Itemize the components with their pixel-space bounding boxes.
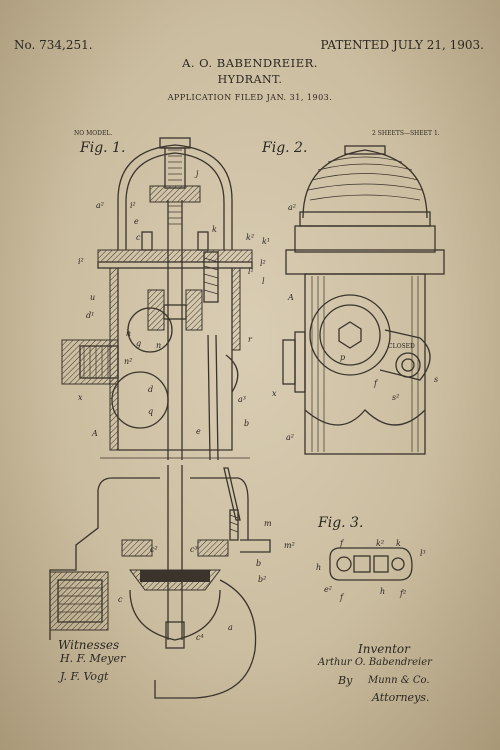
ref-letter: b	[256, 559, 261, 568]
ref-letter: k²	[376, 539, 384, 548]
sheet-note: 2 SHEETS—SHEET 1.	[372, 130, 440, 137]
ref-letter: p	[340, 353, 345, 362]
fig1-upper-section	[61, 137, 253, 461]
ref-letter: i²	[130, 201, 136, 210]
ref-letter: b²	[258, 575, 266, 584]
ref-letter: h	[316, 563, 321, 572]
ref-letter: c³	[190, 545, 198, 554]
ref-letter: h	[380, 587, 385, 596]
ref-letter: m	[264, 519, 272, 528]
ref-letter: d¹	[86, 311, 94, 320]
ref-letter: b	[244, 419, 249, 428]
ref-letter: a²	[286, 433, 294, 442]
ref-letter: c⁴	[196, 633, 204, 642]
ref-letter: n²	[124, 357, 132, 366]
witness-signature: H. F. Meyer	[60, 652, 126, 665]
ref-letter: e	[134, 217, 139, 226]
ref-letter: i²	[78, 257, 84, 266]
inventor-signature: Arthur O. Babendreier	[318, 657, 432, 668]
ref-letter: s	[434, 375, 438, 384]
ref-letter: f²	[399, 589, 406, 598]
ref-letter: A	[287, 293, 294, 302]
ref-letter: a²	[288, 203, 296, 212]
ref-letter: a	[228, 623, 233, 632]
attorneys-label: Attorneys.	[372, 691, 430, 704]
inventor-header: A. O. BABENDREIER.	[182, 56, 318, 70]
ref-letter: h	[126, 329, 131, 338]
ref-letter: f	[373, 379, 379, 388]
ref-letter: g	[136, 339, 141, 348]
attorney-signature: Munn & Co.	[368, 675, 430, 686]
ref-letter: f	[339, 539, 345, 548]
ref-letter: a²	[96, 201, 104, 210]
ref-letter: e²	[324, 585, 332, 594]
fig3-detail	[329, 547, 413, 581]
ref-letter: d	[148, 385, 153, 394]
patent-number: No. 734,251.	[14, 38, 93, 52]
ref-letter: A	[91, 429, 98, 438]
ref-letter: l³	[420, 549, 426, 558]
model-note: NO MODEL.	[74, 130, 113, 137]
patent-date: PATENTED JULY 21, 1903.	[320, 38, 484, 52]
fig2-closed-label: CLOSED	[388, 343, 415, 350]
ref-letter: k¹	[262, 237, 270, 246]
ref-letter: k²	[246, 233, 254, 242]
ref-letter: c²	[150, 545, 158, 554]
ref-letter: s²	[392, 393, 399, 402]
ref-letter: u	[90, 293, 95, 302]
ref-letter: j	[194, 169, 199, 178]
ref-letter: l²	[260, 259, 266, 268]
fig2-label: Fig. 2.	[262, 140, 308, 156]
ref-letter: m²	[284, 541, 295, 550]
ref-letter: c	[118, 595, 123, 604]
ref-letter: l¹	[248, 267, 254, 276]
ref-letter: a³	[238, 395, 246, 404]
ref-letter: r	[248, 335, 253, 344]
ref-letter: k	[212, 225, 217, 234]
fig1-lower-section	[49, 465, 271, 699]
invention-title: HYDRANT.	[217, 73, 283, 86]
reference-letters: j a² i² e c k k² k¹ i² l² l l¹ u d¹ g h …	[78, 169, 438, 642]
ref-letter: f	[339, 593, 345, 602]
ref-letter: q	[148, 407, 153, 416]
ref-letter: k	[396, 539, 401, 548]
fig1-label: Fig. 1.	[80, 140, 126, 156]
fig2-elevation: CLOSED	[282, 145, 445, 455]
witness-signature: J. F. Vogt	[60, 670, 109, 683]
ref-letter: x	[272, 389, 277, 398]
by-label: By	[338, 674, 353, 687]
ref-letter: n	[156, 341, 161, 350]
ref-letter: x	[78, 393, 83, 402]
filing-line: APPLICATION FILED JAN. 31, 1903.	[167, 93, 333, 102]
inventor-label: Inventor	[358, 642, 410, 656]
ref-letter: l	[262, 277, 265, 286]
witnesses-label: Witnesses	[58, 638, 120, 652]
fig3-label: Fig. 3.	[318, 515, 364, 531]
ref-letter: e	[196, 427, 201, 436]
ref-letter: c	[136, 233, 141, 242]
